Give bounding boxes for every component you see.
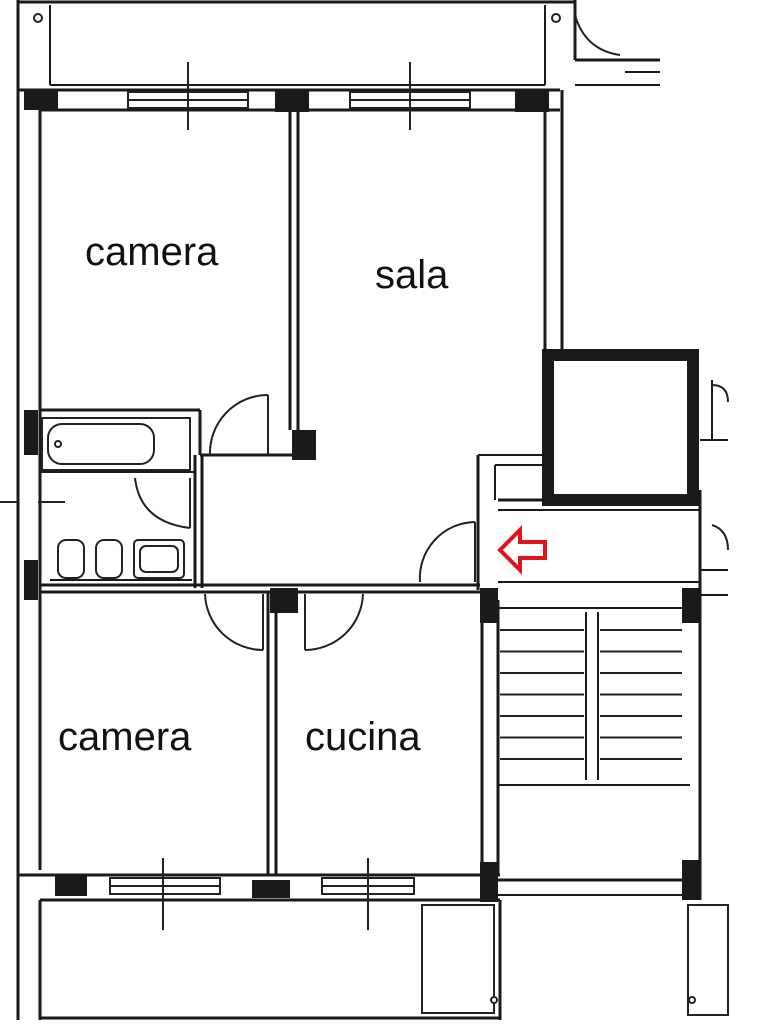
entrance-arrow-icon <box>497 525 547 575</box>
door-swing-icon <box>204 593 264 651</box>
window-icon <box>321 858 415 930</box>
toilet-icon <box>57 539 85 579</box>
door-swing-icon <box>208 394 269 456</box>
window-icon <box>349 62 471 130</box>
bottom-windows <box>109 858 415 930</box>
top-windows <box>33 13 561 130</box>
room-label-cucina: cucina <box>305 715 421 759</box>
bathroom <box>0 417 195 581</box>
door-swing-icon <box>418 521 476 583</box>
stairwell <box>490 349 729 1016</box>
window-icon <box>127 62 249 130</box>
sink-icon <box>133 539 185 579</box>
door-swing-icon <box>304 593 364 651</box>
room-label-camera-bottom: camera <box>58 715 192 759</box>
window-icon <box>109 858 221 930</box>
interior-walls <box>40 112 548 875</box>
room-label-camera-top: camera <box>85 230 219 274</box>
stair-flight-icon <box>600 629 682 760</box>
doors <box>204 394 476 651</box>
stair-flight-icon <box>500 629 584 760</box>
bidet-icon <box>95 539 123 579</box>
bathtub-icon <box>41 417 191 471</box>
room-label-sala: sala <box>375 253 449 297</box>
